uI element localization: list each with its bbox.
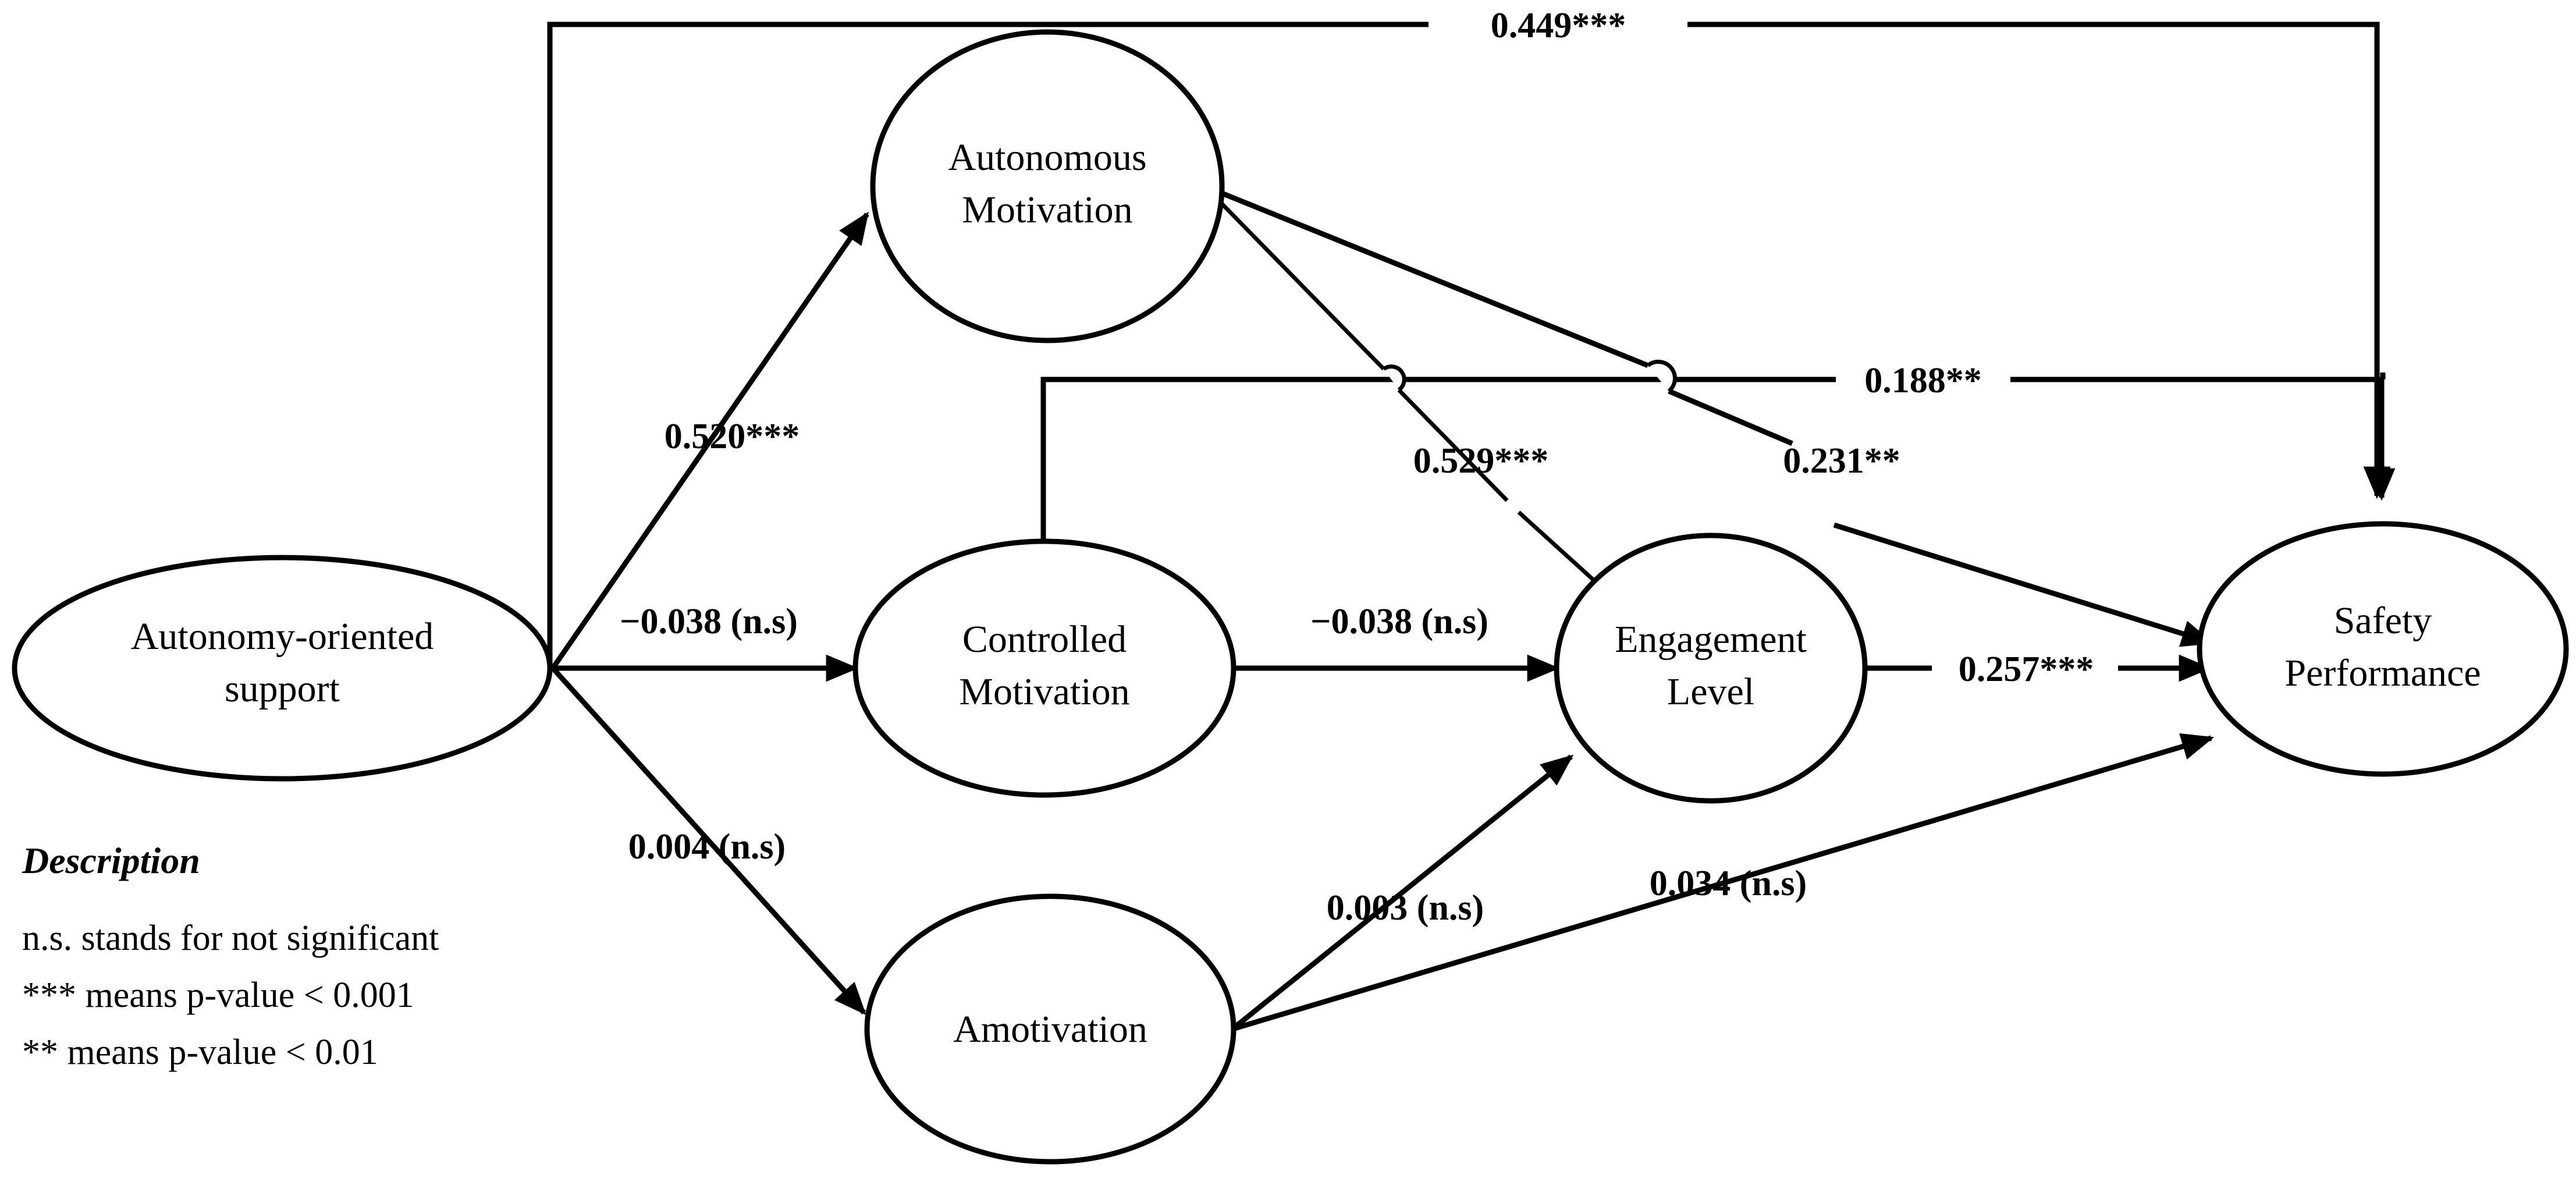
edge-path-lower (1833, 522, 2215, 647)
node-ellipse (2197, 521, 2569, 777)
legend-title: Description (22, 840, 200, 881)
edge-autonomous-motivation-to-safety-performance: 0.231** (1218, 189, 2215, 647)
edge-label-0520: 0.520*** (665, 417, 800, 456)
edge-label-0231: 0.231** (1783, 441, 1900, 481)
line-hop-arc (1382, 364, 1406, 392)
edge-path-mid (1668, 388, 1793, 446)
node-ellipse (852, 538, 1237, 798)
node-autonomous-motivation[interactable]: Autonomous Motivation (870, 29, 1225, 343)
edge-label-0004: 0.004 (n.s) (628, 827, 786, 867)
edge-autonomy-support-to-autonomous-motivation: 0.520*** (550, 211, 869, 670)
node-label-line1: Autonomy-oriented (131, 615, 434, 658)
edge-autonomous-motivation-to-engagement-level: 0.529*** (1214, 196, 1632, 614)
edge-path-segment-left (547, 22, 1429, 668)
edge-path (550, 211, 869, 670)
node-ellipse (12, 555, 553, 782)
node-amotivation[interactable]: Amotivation (864, 893, 1237, 1165)
edge-amotivation-to-engagement-level: 0.003 (n.s) (1231, 754, 1574, 1031)
node-label-line2: Motivation (959, 670, 1129, 713)
node-label-line1: Engagement (1615, 618, 1807, 661)
node-label-line1: Autonomous (948, 136, 1146, 179)
edge-label-0034: 0.034 (n.s) (1650, 864, 1807, 903)
node-engagement-level[interactable]: Engagement Level (1554, 533, 1868, 804)
edge-path-segment-left (1040, 377, 1836, 541)
node-label-line2: support (225, 668, 340, 710)
edge-label-0449: 0.449*** (1491, 6, 1626, 45)
edge-path-upper (1218, 189, 1649, 368)
legend-description: Description n.s. stands for not signific… (22, 840, 439, 1072)
node-label-line2: Level (1667, 670, 1754, 713)
node-label-line1: Safety (2334, 599, 2432, 642)
node-label-line1: Amotivation (953, 1008, 1147, 1051)
node-ellipse (1554, 533, 1868, 804)
edge-label-0529: 0.529*** (1413, 441, 1549, 481)
edge-autonomy-support-to-amotivation: 0.004 (n.s) (550, 666, 866, 1016)
edge-label-0188: 0.188** (1864, 361, 1982, 400)
legend-line-two-star: ** means p-value < 0.01 (22, 1033, 378, 1072)
edge-controlled-motivation-to-engagement-level: −0.038 (n.s) (1234, 602, 1560, 682)
legend-line-ns: n.s. stands for not significant (22, 918, 439, 958)
edge-path-segment-right (1687, 22, 2391, 499)
edge-label-0257: 0.257*** (1959, 650, 2094, 689)
node-safety-performance[interactable]: Safety Performance (2197, 521, 2569, 777)
node-ellipse (870, 29, 1225, 343)
edge-autonomy-support-to-safety-performance: 0.449*** (547, 6, 2391, 668)
edge-amotivation-to-safety-performance: 0.034 (n.s) (1231, 733, 2215, 1032)
edge-controlled-motivation-to-safety-performance: 0.188** (1040, 361, 2396, 541)
edge-label-neg0038-cm: −0.038 (n.s) (620, 602, 798, 641)
edge-path-upper (1214, 196, 1385, 371)
edge-path-mid (1397, 388, 1509, 502)
edge-path (550, 666, 866, 1016)
line-hop-arc (1646, 360, 1677, 393)
edge-label-0003: 0.003 (n.s) (1327, 888, 1484, 928)
edge-path (1231, 733, 2215, 1032)
node-autonomy-oriented-support[interactable]: Autonomy-oriented support (12, 555, 553, 782)
legend-line-three-star: *** means p-value < 0.001 (22, 975, 414, 1015)
edge-path (1231, 754, 1574, 1031)
edge-label-neg0038-el: −0.038 (n.s) (1310, 602, 1488, 641)
node-controlled-motivation[interactable]: Controlled Motivation (852, 538, 1237, 798)
edge-autonomy-support-to-controlled-motivation: −0.038 (n.s) (553, 602, 859, 682)
node-label-line2: Motivation (962, 189, 1132, 231)
node-label-line1: Controlled (962, 618, 1127, 661)
edge-engagement-level-to-safety-performance: 0.257*** (1865, 650, 2212, 689)
node-ellipse (864, 893, 1237, 1165)
node-label-line2: Performance (2284, 652, 2481, 694)
